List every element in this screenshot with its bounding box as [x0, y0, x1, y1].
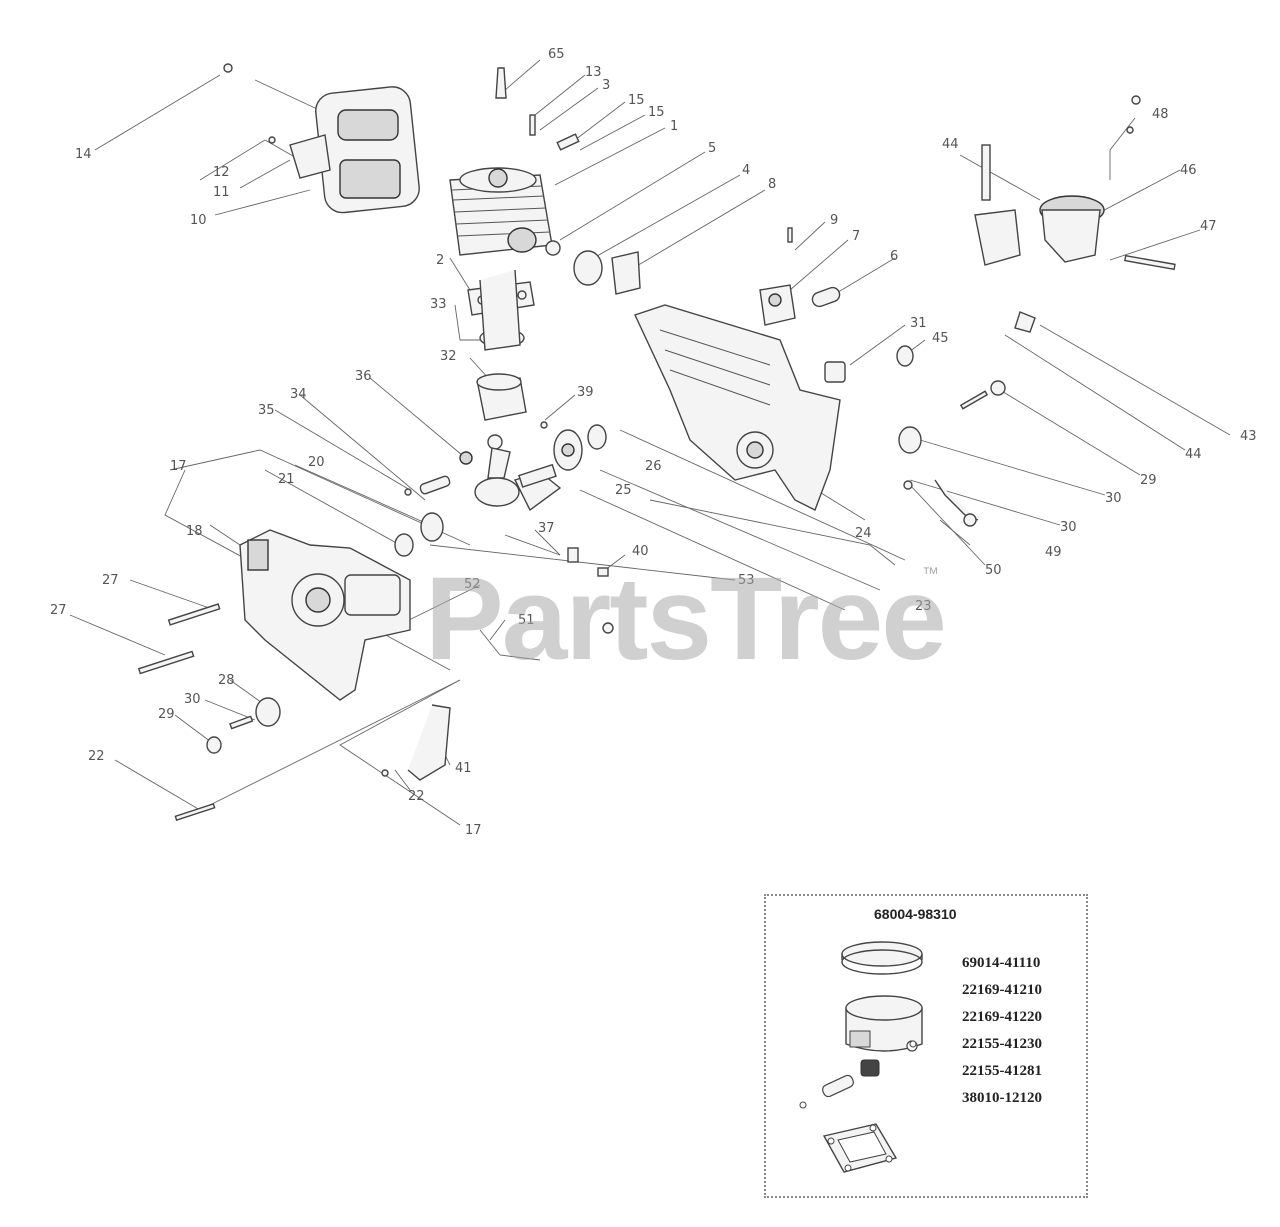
callout-10: 10 — [190, 213, 207, 228]
callout-5: 5 — [708, 141, 716, 156]
callout-17b: 17 — [465, 823, 482, 838]
carburetor-assembly — [759, 95, 1176, 326]
kit-part-item: 38010-12120 — [962, 1090, 1042, 1106]
kit-part-item: 22169-41220 — [962, 1009, 1042, 1025]
callout-17: 17 — [170, 459, 187, 474]
callout-18: 18 — [186, 524, 203, 539]
callout-50: 50 — [985, 563, 1002, 578]
cylinder-assembly — [449, 67, 641, 351]
piston-crank-assembly — [394, 373, 614, 634]
callout-12: 12 — [213, 165, 230, 180]
callout-22: 22 — [88, 749, 105, 764]
kit-part-number: 68004-98310 — [874, 906, 957, 922]
callout-51: 51 — [518, 613, 535, 628]
callout-21: 21 — [278, 472, 295, 487]
callout-labels: 65 13 3 15 15 1 5 4 8 14 12 11 10 2 33 3… — [50, 47, 1257, 838]
crankcase-right — [634, 304, 1036, 527]
callout-40: 40 — [632, 544, 649, 559]
kit-parts-illustration — [799, 941, 923, 1173]
leader-lines — [69, 59, 1231, 826]
callout-31: 31 — [910, 316, 927, 331]
callout-3: 3 — [602, 78, 610, 93]
callout-15b: 15 — [648, 105, 665, 120]
callout-1: 1 — [670, 119, 678, 134]
callout-37: 37 — [538, 521, 555, 536]
callout-27b: 27 — [50, 603, 67, 618]
callout-30c: 30 — [184, 692, 201, 707]
callout-8: 8 — [768, 177, 776, 192]
callout-28: 28 — [218, 673, 235, 688]
crankcase-left — [137, 529, 541, 821]
callout-47: 47 — [1200, 219, 1217, 234]
callout-6: 6 — [890, 249, 898, 264]
callout-35: 35 — [258, 403, 275, 418]
callout-53: 53 — [738, 573, 755, 588]
callout-15: 15 — [628, 93, 645, 108]
callout-29b: 29 — [158, 707, 175, 722]
callout-52: 52 — [464, 577, 481, 592]
callout-9: 9 — [830, 213, 838, 228]
callout-45: 45 — [932, 331, 949, 346]
kit-part-item: 22155-41281 — [962, 1063, 1042, 1079]
callout-36: 36 — [355, 369, 372, 384]
kit-part-item: 69014-41110 — [962, 955, 1041, 971]
callout-46: 46 — [1180, 163, 1197, 178]
callout-11: 11 — [213, 185, 230, 200]
kit-part-list: 69014-41110 22169-41210 22169-41220 2215… — [962, 950, 1042, 1112]
callout-27: 27 — [102, 573, 119, 588]
trademark-symbol: ™ — [922, 564, 939, 583]
callout-30: 30 — [1105, 491, 1122, 506]
piston-kit-box: 68004-98310 69014-41110 22169-41210 2216… — [764, 894, 1088, 1198]
callout-26: 26 — [645, 459, 662, 474]
callout-13: 13 — [585, 65, 602, 80]
callout-49: 49 — [1045, 545, 1062, 560]
callout-34: 34 — [290, 387, 307, 402]
callout-30b: 30 — [1060, 520, 1077, 535]
callout-2: 2 — [436, 253, 444, 268]
callout-4: 4 — [742, 163, 750, 178]
callout-24: 24 — [855, 526, 872, 541]
callout-29: 29 — [1140, 473, 1157, 488]
callout-25: 25 — [615, 483, 632, 498]
callout-14: 14 — [75, 147, 92, 162]
callout-22b: 22 — [408, 789, 425, 804]
kit-part-item: 22169-41210 — [962, 982, 1042, 998]
callout-32: 32 — [440, 349, 457, 364]
kit-part-item: 22155-41230 — [962, 1036, 1042, 1052]
callout-44: 44 — [942, 137, 959, 152]
callout-48: 48 — [1152, 107, 1169, 122]
callout-20: 20 — [308, 455, 325, 470]
callout-43: 43 — [1240, 429, 1257, 444]
callout-23: 23 — [915, 599, 932, 614]
callout-41: 41 — [455, 761, 472, 776]
callout-7: 7 — [852, 229, 860, 244]
muffler-assembly — [223, 63, 420, 214]
callout-33: 33 — [430, 297, 447, 312]
callout-44b: 44 — [1185, 447, 1202, 462]
partstree-watermark: PartsTree — [425, 553, 947, 685]
callout-65: 65 — [548, 47, 565, 62]
callout-39: 39 — [577, 385, 594, 400]
